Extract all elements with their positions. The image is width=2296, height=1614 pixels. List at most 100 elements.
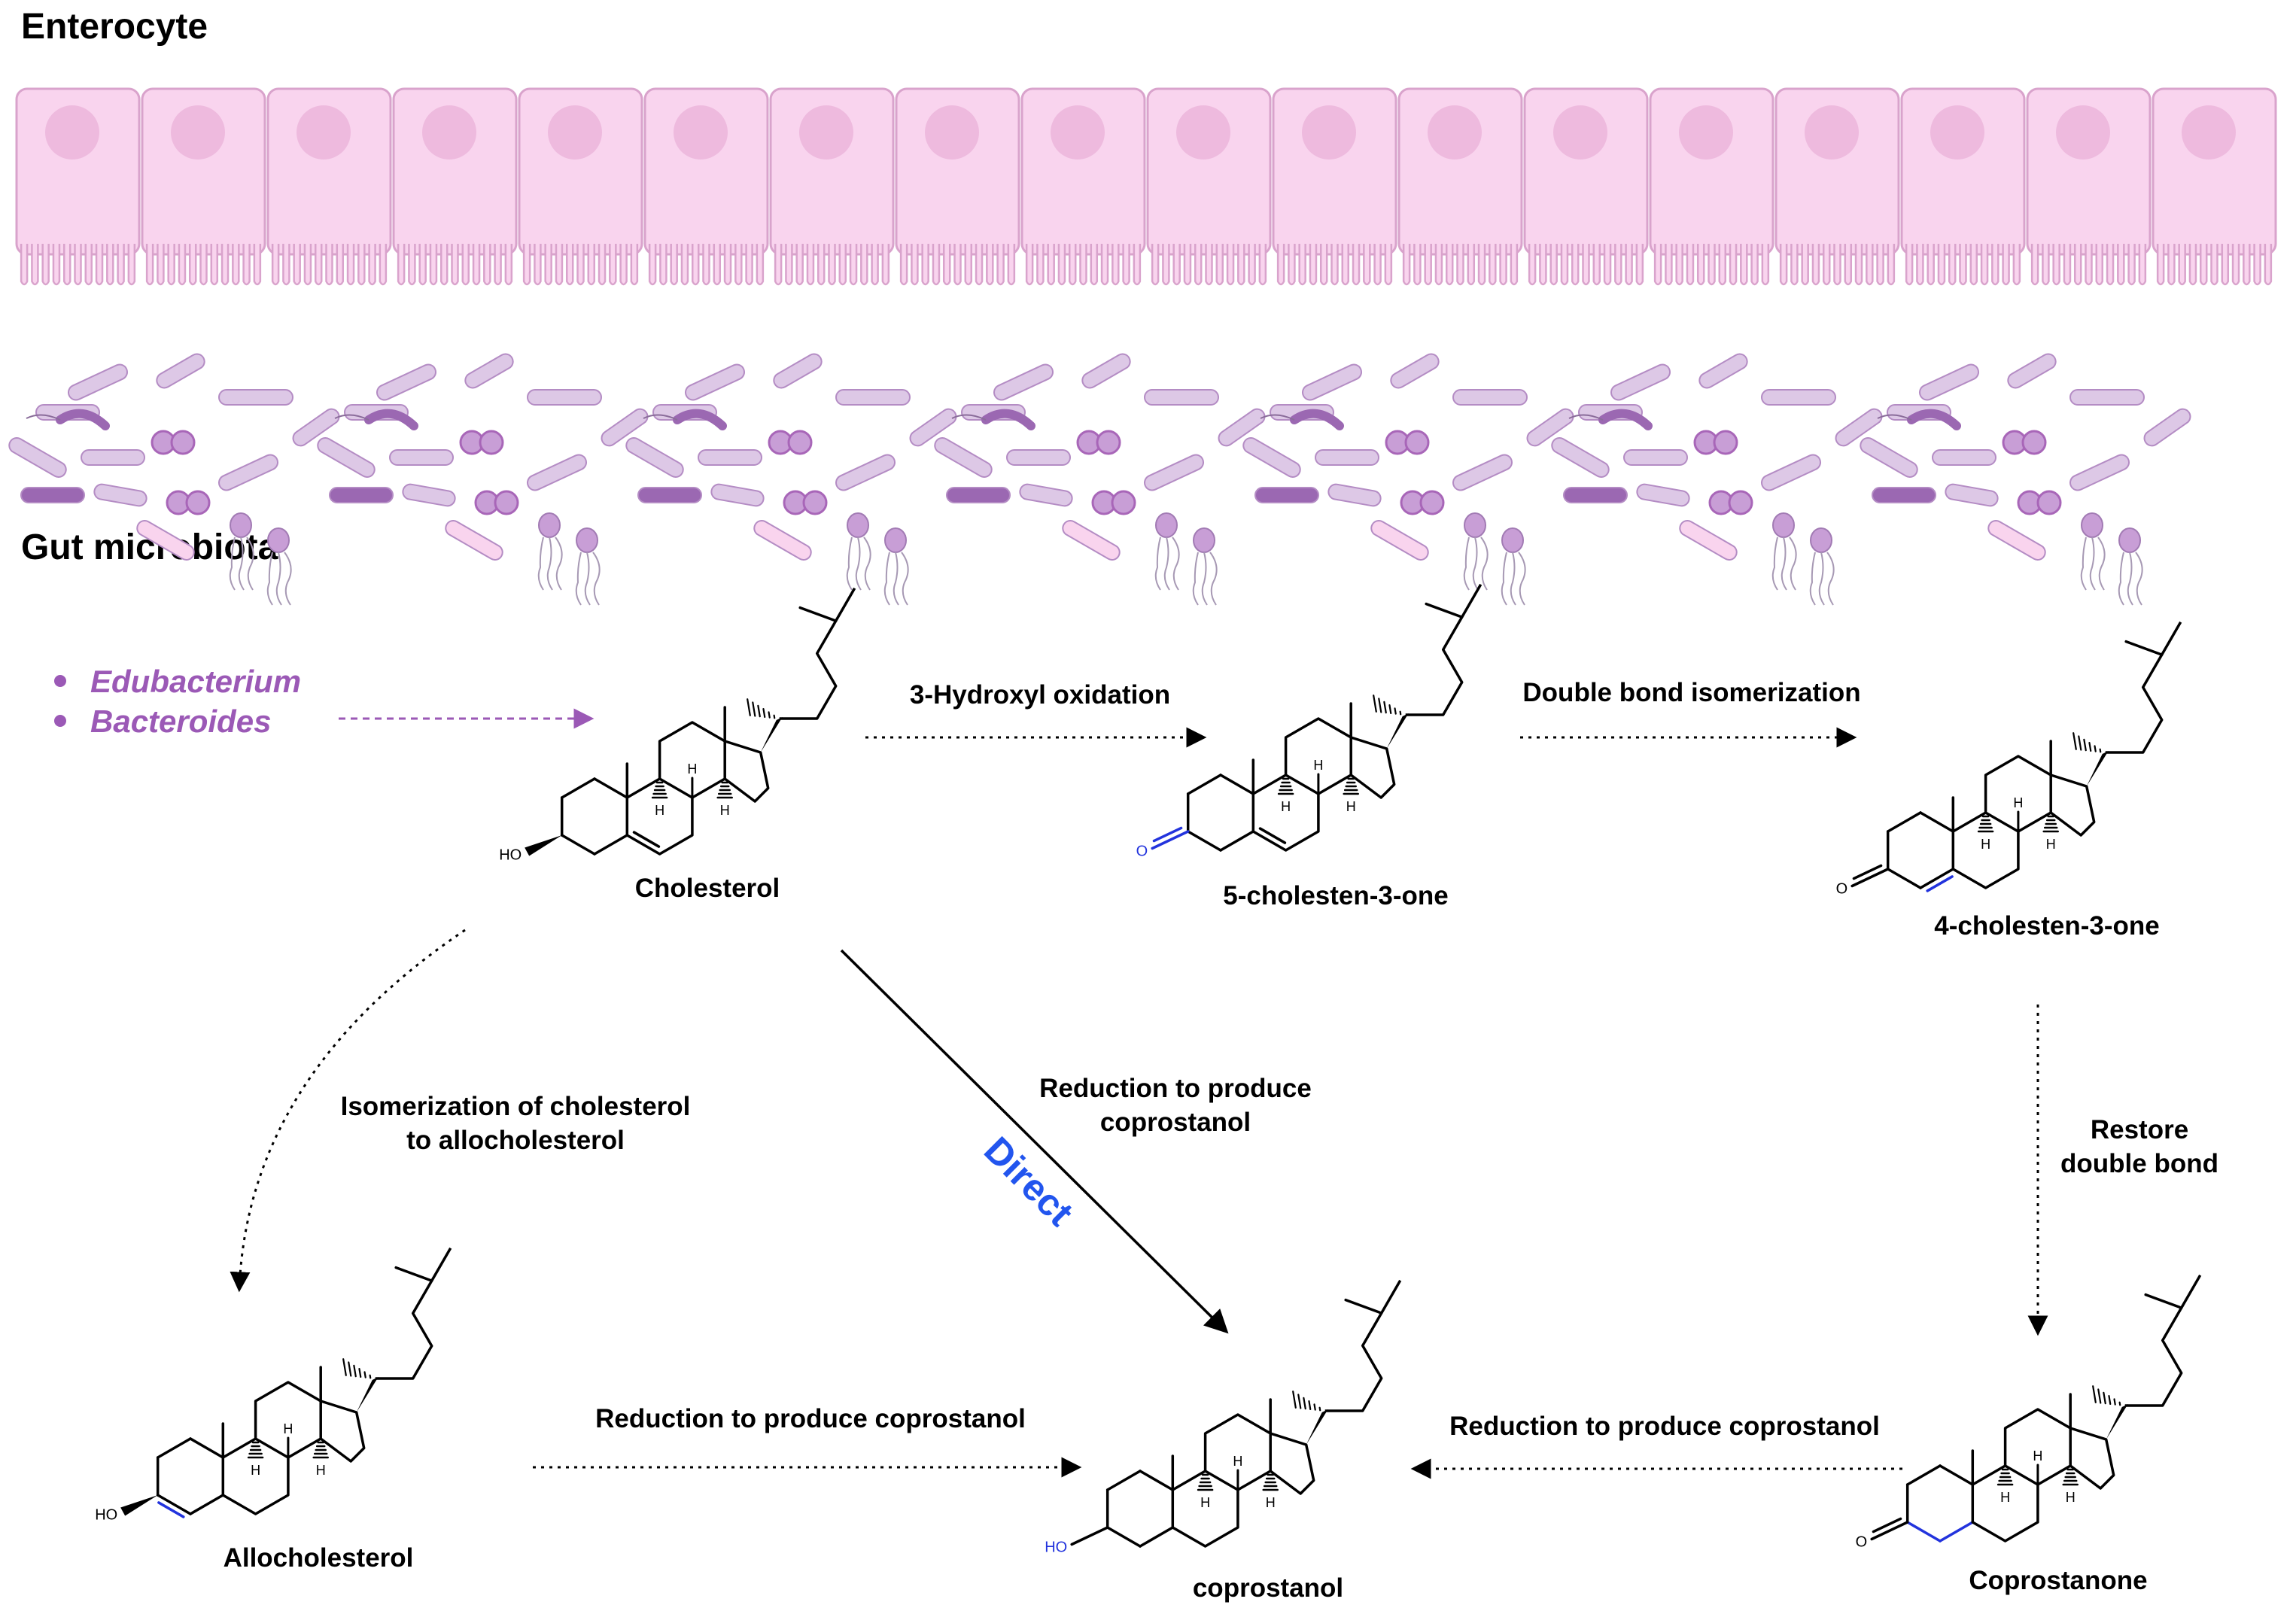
bacterium bbox=[1260, 409, 1344, 430]
hash-bond bbox=[752, 701, 756, 717]
hash-bond bbox=[369, 1374, 372, 1379]
microvilli bbox=[899, 244, 1016, 286]
hydroxyl-label: HO bbox=[499, 847, 522, 864]
hash-bond bbox=[2099, 748, 2102, 753]
h-label: H bbox=[1281, 799, 1291, 814]
h-label: H bbox=[2000, 1490, 2010, 1505]
hydroxyl-label: HO bbox=[1045, 1540, 1067, 1556]
bacterium bbox=[389, 449, 454, 466]
hash-bond bbox=[1303, 1397, 1306, 1410]
bacterium bbox=[1091, 490, 1136, 515]
bacterium bbox=[710, 483, 765, 507]
bacterium bbox=[1463, 512, 1489, 591]
nucleus bbox=[297, 105, 351, 160]
ring-a-bond bbox=[1905, 1464, 1942, 1486]
allo-label-line1: Isomerization of cholesterol bbox=[341, 1092, 691, 1121]
bullet-dot bbox=[54, 715, 66, 727]
microvilli bbox=[271, 244, 388, 286]
enterocyte-cell bbox=[518, 87, 643, 286]
ring-d bbox=[1350, 736, 1396, 799]
microvilli bbox=[1905, 244, 2021, 286]
enterocyte-cell bbox=[2026, 87, 2152, 286]
ring-b bbox=[1252, 774, 1320, 852]
bacterium bbox=[1452, 389, 1528, 406]
bacterium bbox=[601, 408, 649, 447]
allo-isomerization-arrow bbox=[230, 929, 466, 1293]
ring-d bbox=[320, 1400, 366, 1463]
bacterium bbox=[8, 437, 67, 478]
bacterium bbox=[946, 487, 1011, 503]
oxygen-label: O bbox=[1856, 1534, 1868, 1551]
side-chain-methyl bbox=[1425, 602, 1464, 619]
ring-c bbox=[1984, 755, 2052, 833]
microvilli bbox=[1779, 244, 1896, 286]
bacterium bbox=[1062, 520, 1121, 561]
hash-bond bbox=[1373, 695, 1377, 713]
ring-c bbox=[658, 721, 726, 799]
bacterium bbox=[2143, 408, 2191, 447]
enterocyte-cell bbox=[141, 87, 266, 286]
ring-c bbox=[254, 1381, 322, 1459]
enterocyte-cell bbox=[15, 87, 141, 286]
hash-bond bbox=[768, 711, 771, 719]
bacterium bbox=[329, 487, 394, 503]
bacterium bbox=[768, 430, 813, 455]
bacterium bbox=[292, 408, 340, 447]
bacterium bbox=[67, 363, 129, 401]
hash-bond bbox=[1308, 1400, 1312, 1411]
nucleus bbox=[422, 105, 476, 160]
cholesterol-name: Cholesterol bbox=[635, 874, 780, 903]
wedge-bond bbox=[356, 1377, 379, 1412]
bacterium bbox=[951, 409, 1035, 430]
bacterium bbox=[1385, 430, 1430, 455]
bacterium bbox=[1254, 487, 1319, 503]
h-label: H bbox=[1266, 1495, 1276, 1510]
microvilli bbox=[522, 244, 639, 286]
oxygen-label: O bbox=[1136, 843, 1148, 860]
nucleus bbox=[1428, 105, 1482, 160]
carbonyl-bond bbox=[1151, 830, 1190, 850]
bacterium bbox=[166, 490, 211, 515]
ring-d bbox=[1270, 1432, 1315, 1495]
bacterium bbox=[846, 512, 871, 591]
h-label: H bbox=[1346, 799, 1356, 814]
restore-label-line1: Restore bbox=[2091, 1115, 2188, 1144]
nucleus bbox=[1553, 105, 1607, 160]
side-chain-methyl bbox=[798, 606, 838, 622]
bacterium bbox=[1551, 437, 1610, 478]
bacterium bbox=[698, 449, 762, 466]
nucleus bbox=[2182, 105, 2236, 160]
hash-bond bbox=[2083, 738, 2087, 752]
hash-bond bbox=[1388, 704, 1392, 715]
bacterium bbox=[1526, 408, 1574, 447]
microbiota-layer bbox=[8, 353, 2191, 606]
double-bond bbox=[1852, 864, 1883, 880]
ring-a-bond bbox=[593, 834, 629, 856]
hash-bond bbox=[757, 704, 761, 718]
bacterium bbox=[1452, 454, 1513, 491]
bacterium bbox=[1370, 520, 1429, 561]
bacterium bbox=[625, 437, 684, 478]
ring-a-bond bbox=[1886, 811, 1922, 833]
bacterium bbox=[1076, 430, 1121, 455]
ring-c bbox=[1284, 717, 1352, 795]
bacterium bbox=[2118, 527, 2143, 606]
bacterium bbox=[1568, 409, 1653, 430]
nucleus bbox=[925, 105, 979, 160]
ring-a-bond bbox=[1219, 830, 1255, 852]
bacterium bbox=[537, 512, 563, 591]
wedge-bond bbox=[2106, 1404, 2128, 1439]
enterocyte-cell bbox=[1523, 87, 1649, 286]
ring-a-bond bbox=[156, 1437, 192, 1459]
ring-b bbox=[222, 1437, 290, 1515]
nucleus bbox=[2056, 105, 2110, 160]
enterocyte-cell bbox=[769, 87, 895, 286]
bacterium bbox=[376, 363, 437, 401]
ring-a-bond bbox=[1105, 1470, 1142, 1491]
bacterium bbox=[2080, 512, 2106, 591]
carbonyl-bond bbox=[1870, 1521, 1909, 1541]
bacterium bbox=[2007, 353, 2057, 389]
